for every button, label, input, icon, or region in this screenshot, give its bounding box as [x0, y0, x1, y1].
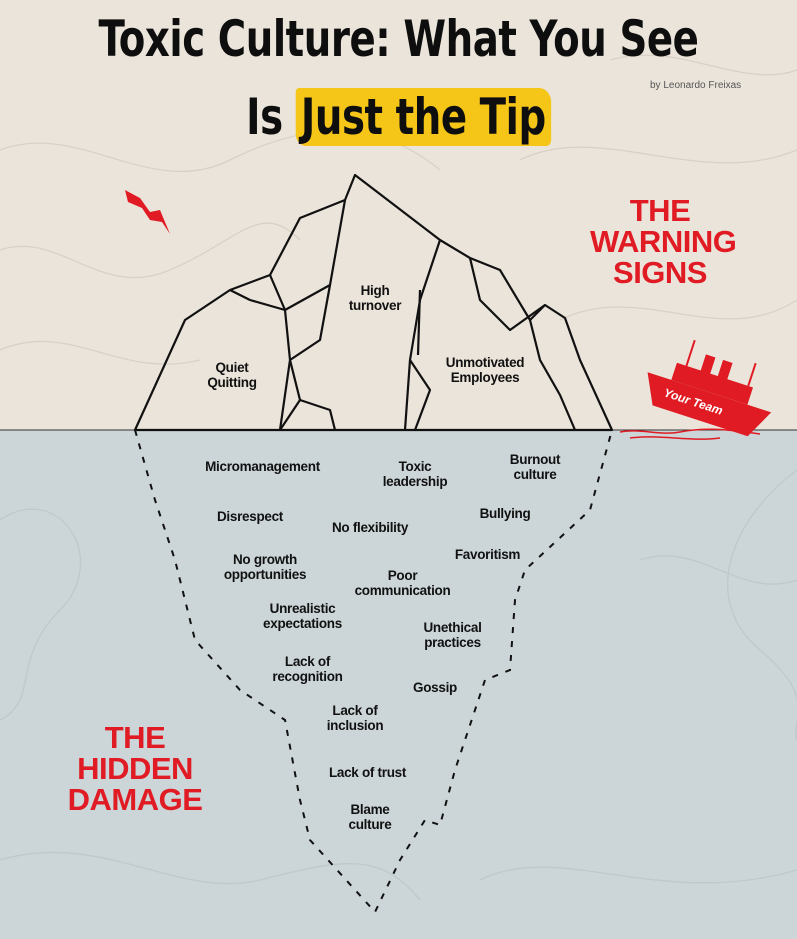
label-disrespect: Disrespect — [216, 509, 284, 524]
seagull-icon — [125, 190, 170, 234]
iceberg-hidden — [134, 429, 613, 914]
title-line-2-plain: Is — [246, 88, 283, 146]
label-unrealistic-expectations: Unrealistic expectations — [263, 601, 342, 631]
label-bullying: Bullying — [479, 506, 531, 521]
title-line-2: Is Just the Tip — [56, 88, 741, 146]
label-lack-of-trust: Lack of trust — [328, 765, 407, 780]
label-gossip: Gossip — [413, 680, 457, 695]
title-line-1: Toxic Culture: What You See — [98, 10, 699, 68]
label-poor-communication: Poor communication — [354, 568, 451, 598]
label-high-turnover: High turnover — [348, 283, 402, 313]
label-no-flexibility: No flexibility — [331, 520, 409, 535]
label-quiet-quitting: Quiet Quitting — [207, 360, 257, 390]
topo-contours-bottom — [0, 469, 797, 901]
label-micromanagement: Micromanagement — [205, 459, 320, 474]
hidden-damage-heading: THE HIDDEN DAMAGE — [67, 720, 203, 817]
label-no-growth: No growth opportunities — [223, 552, 307, 582]
label-lack-of-recognition: Lack of recognition — [272, 654, 343, 684]
warning-signs-heading: THE WARNING SIGNS — [590, 193, 737, 290]
iceberg-tip — [133, 173, 614, 432]
label-toxic-leadership: Toxic leadership — [382, 459, 448, 489]
title-highlight: Just the Tip — [295, 88, 551, 146]
label-unmotivated-employees: Unmotivated Employees — [445, 355, 525, 385]
sky-background — [0, 0, 797, 430]
label-lack-of-inclusion: Lack of inclusion — [326, 703, 384, 733]
label-blame-culture: Blame culture — [348, 802, 392, 832]
byline: by Leonardo Freixas — [650, 80, 742, 91]
label-favoritism: Favoritism — [454, 547, 521, 562]
ship-wake — [619, 428, 761, 440]
ship-icon — [647, 339, 772, 437]
label-burnout-culture: Burnout culture — [509, 452, 561, 482]
label-unethical-practices: Unethical practices — [423, 620, 482, 650]
sea-background — [0, 430, 797, 939]
